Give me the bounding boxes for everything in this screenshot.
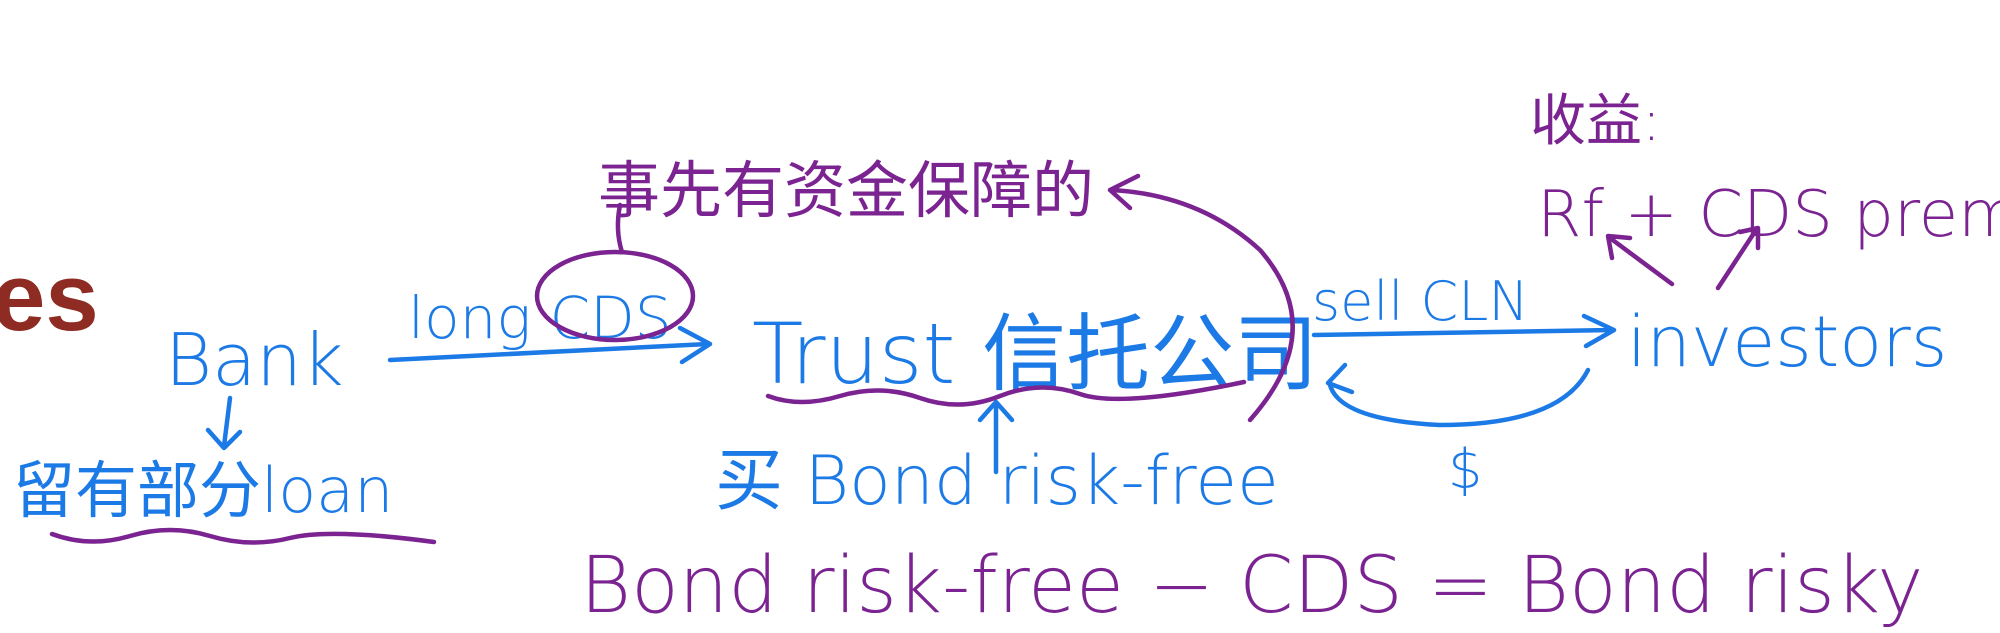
edge-label-sell-cln: sell CLN <box>1312 270 1529 333</box>
cds-premium-arrow <box>1715 225 1761 291</box>
bank-node: Bank <box>165 318 344 402</box>
bank-note-underline <box>49 527 437 545</box>
return-formula: Rf + CDS premium <box>1537 178 2000 252</box>
trust-to-investors-arrow <box>1311 313 1617 349</box>
edge-label-dollar: $ <box>1448 438 1482 501</box>
cds-circle <box>534 249 696 343</box>
bond-equation: Bond risk-free − CDS = Bond risky <box>580 541 1923 631</box>
funded-curve-arrow <box>1107 173 1295 423</box>
bank-to-trust-arrow <box>387 325 713 365</box>
cds-connector <box>615 202 625 255</box>
investors-to-trust-arrow <box>1325 362 1591 428</box>
trust-underline <box>765 379 1247 407</box>
return-label: 收益: <box>1530 89 1661 154</box>
investors-node: investors <box>1627 301 1947 383</box>
slide-title-fragment: es <box>0 244 99 351</box>
edge-label-long-cds: long CDS <box>408 284 672 352</box>
funded-note: 事先有资金保障的 <box>598 154 1094 227</box>
bank-down-arrow <box>205 395 243 451</box>
bond-to-trust-arrow <box>977 399 1015 475</box>
rf-arrow <box>1605 233 1675 287</box>
bank-note: 留有部分loan <box>13 454 393 527</box>
buy-bond-note: 买 Bond risk-free <box>715 442 1279 521</box>
